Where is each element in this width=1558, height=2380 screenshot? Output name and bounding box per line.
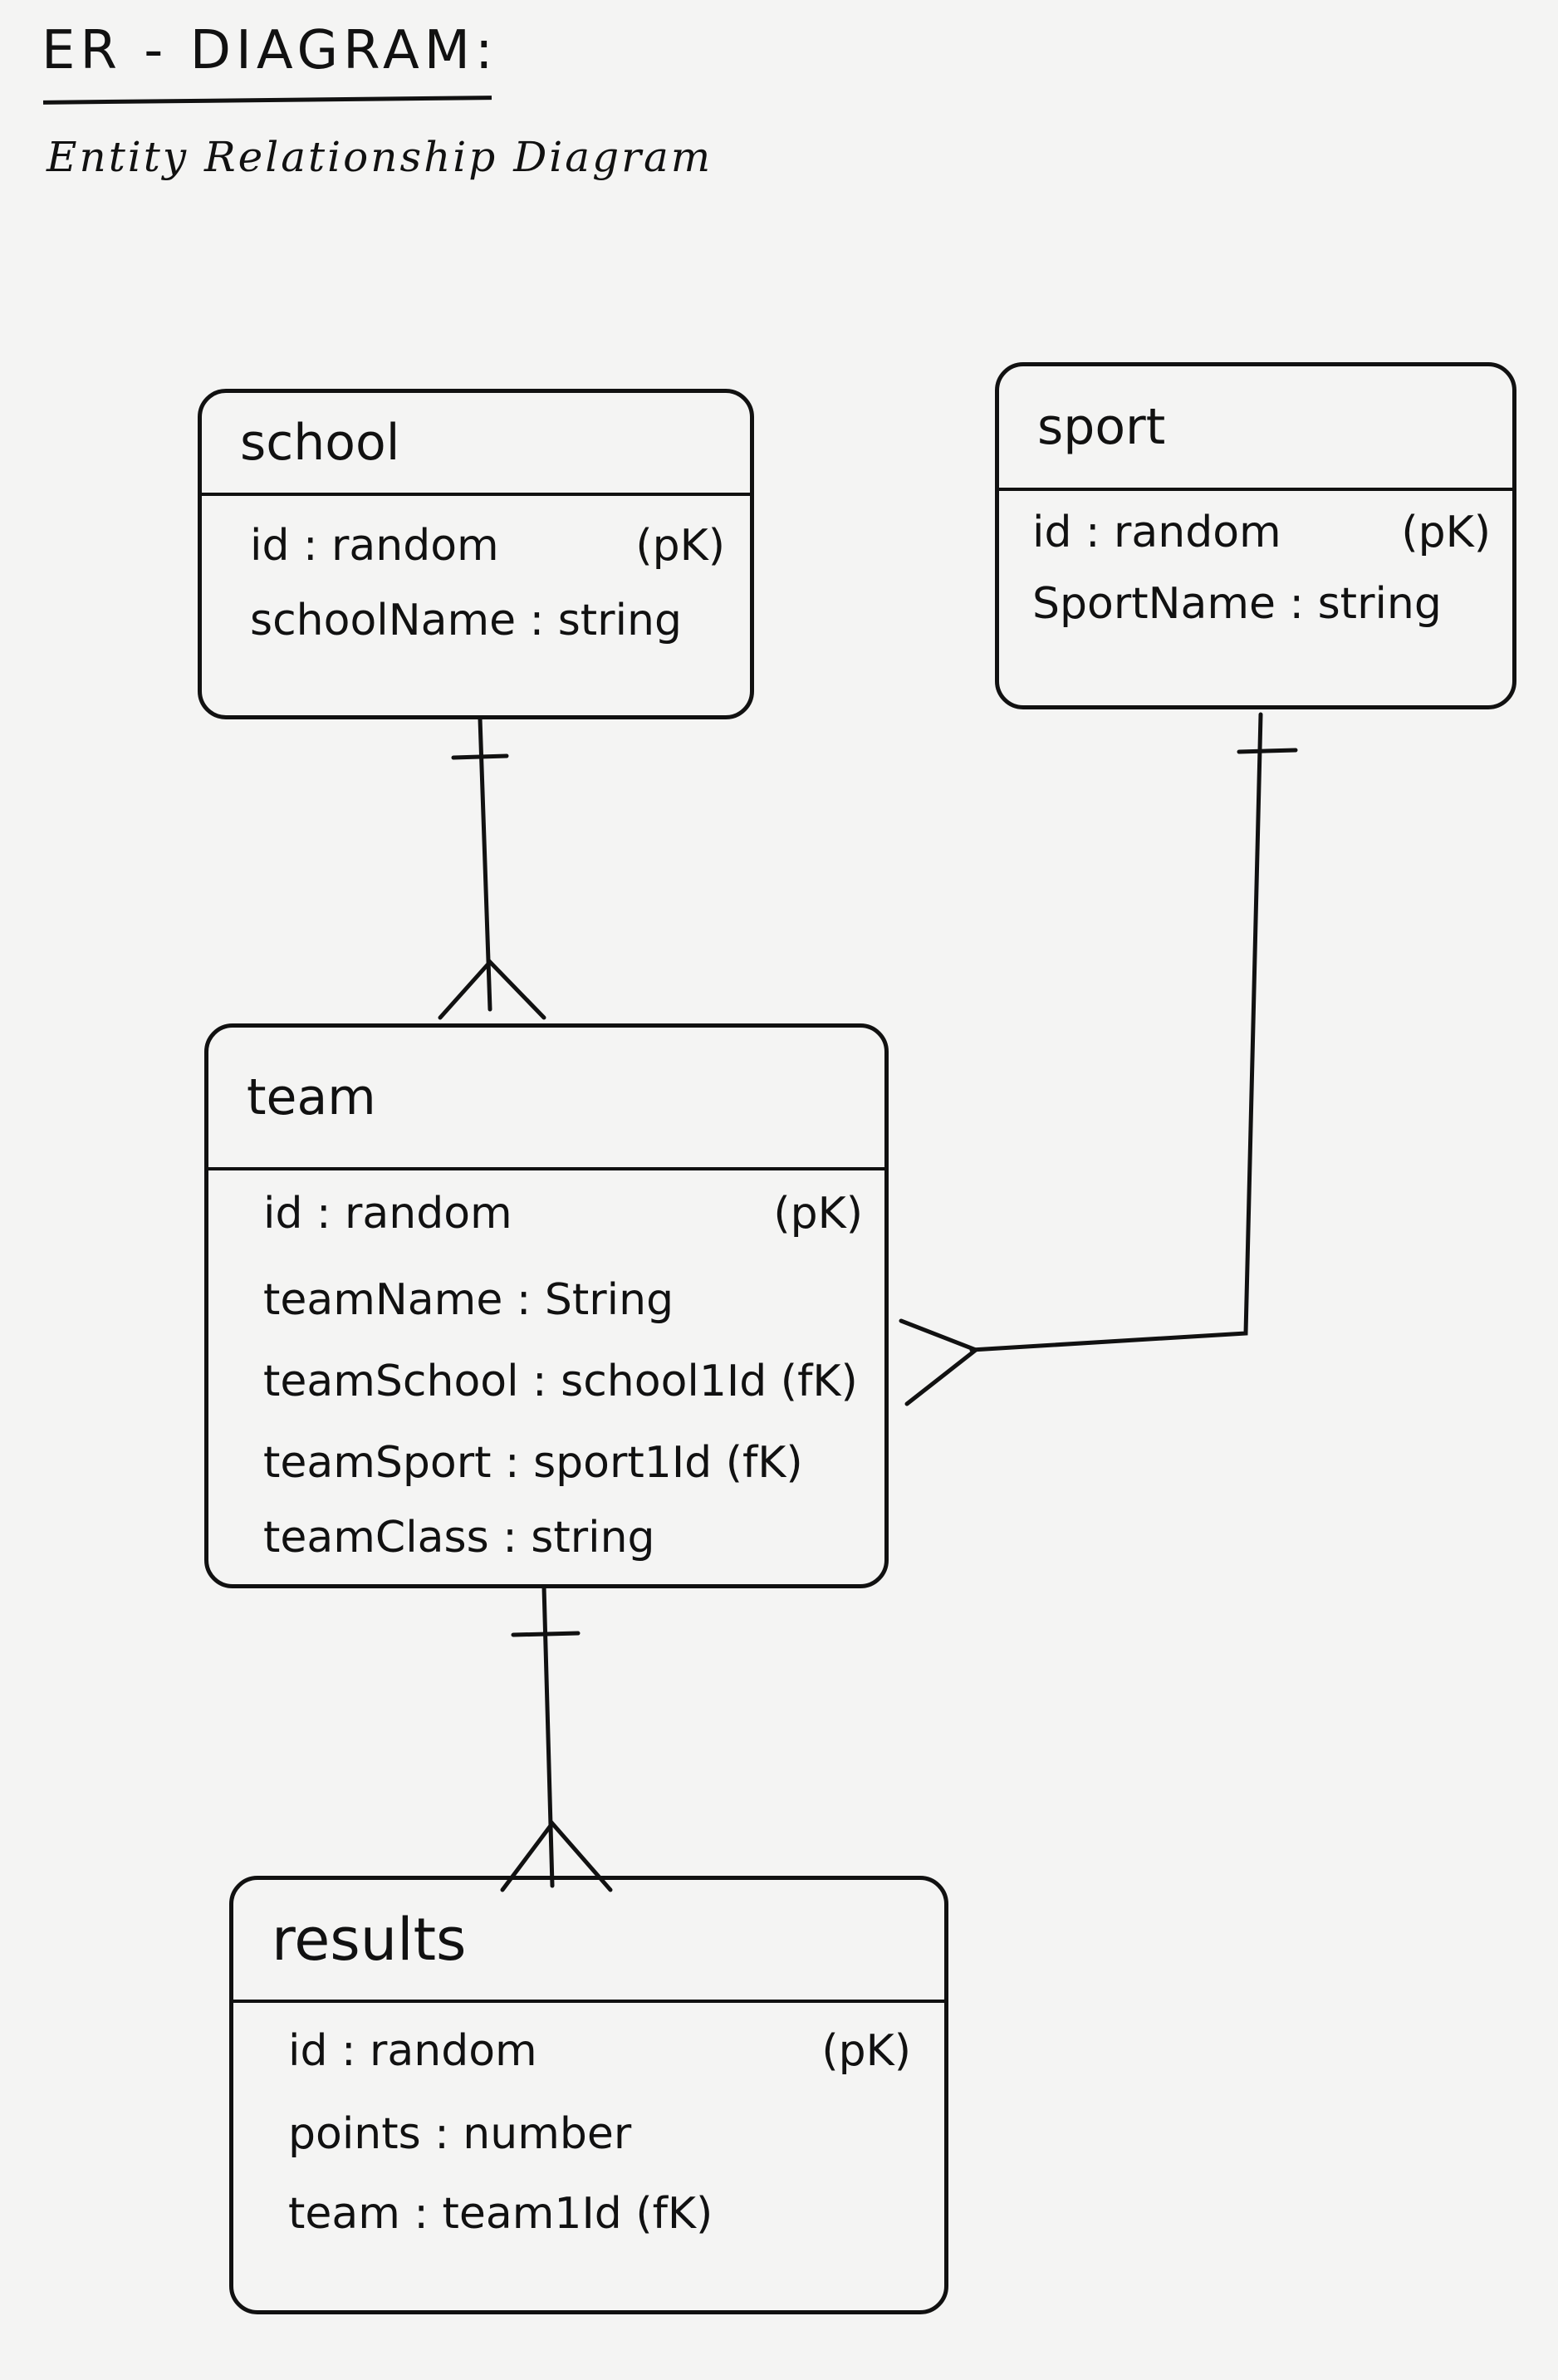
team-attr-id: id : random (pK) xyxy=(263,1189,863,1239)
rel-sport-team xyxy=(899,712,1298,1406)
rel-team-results-one-bar xyxy=(511,1631,581,1637)
rel-team-results-line xyxy=(541,1584,555,1888)
primary-key-badge: (pK) xyxy=(1401,508,1491,557)
rel-sport-team-crowsfoot xyxy=(899,1318,980,1406)
team-attr-class: teamClass : string xyxy=(263,1513,655,1563)
school-attr-name: schoolName : string xyxy=(250,596,682,645)
rel-school-team-crowsfoot xyxy=(438,959,546,1020)
rel-school-team xyxy=(438,716,546,1020)
diagram-subtitle: Entity Relationship Diagram xyxy=(47,133,713,181)
rel-school-team-one-bar xyxy=(451,753,509,760)
primary-key-badge: (pK) xyxy=(773,1189,863,1239)
entity-sport-name: sport xyxy=(1037,398,1166,456)
entity-results-header: results xyxy=(233,1880,944,2003)
rel-sport-team-one-bar xyxy=(1237,748,1298,754)
primary-key-badge: (pK) xyxy=(635,521,725,571)
results-attr-points: points : number xyxy=(288,2109,632,2159)
team-attr-name: teamName : String xyxy=(263,1275,674,1325)
entity-sport: sport id : random (pK) SportName : strin… xyxy=(995,362,1516,709)
entity-results: results id : random (pK) points : number… xyxy=(229,1876,948,2314)
sport-attr-id: id : random (pK) xyxy=(1032,508,1491,557)
rel-team-results xyxy=(500,1584,613,1892)
diagram-title: ER - DIAGRAM: xyxy=(42,20,498,81)
sport-attr-name: SportName : string xyxy=(1032,579,1442,629)
entity-school-header: school xyxy=(202,393,750,496)
rel-sport-team-line xyxy=(969,712,1263,1352)
school-attr-id: id : random (pK) xyxy=(250,521,725,571)
entity-sport-header: sport xyxy=(999,366,1512,491)
entity-team-name: team xyxy=(247,1068,376,1126)
primary-key-badge: (pK) xyxy=(821,2026,911,2076)
entity-school-name: school xyxy=(240,414,400,472)
entity-results-name: results xyxy=(272,1906,467,1974)
team-attr-sport: teamSport : sport1Id (fK) xyxy=(263,1438,803,1488)
entity-team-header: team xyxy=(208,1028,884,1170)
results-attr-team: team : team1Id (fK) xyxy=(288,2189,713,2239)
rel-team-results-crowsfoot xyxy=(500,1820,613,1892)
team-attr-school: teamSchool : school1Id (fK) xyxy=(263,1357,858,1406)
entity-school: school id : random (pK) schoolName : str… xyxy=(198,389,754,719)
results-attr-id: id : random (pK) xyxy=(288,2026,911,2076)
entity-team: team id : random (pK) teamName : String … xyxy=(204,1023,889,1588)
